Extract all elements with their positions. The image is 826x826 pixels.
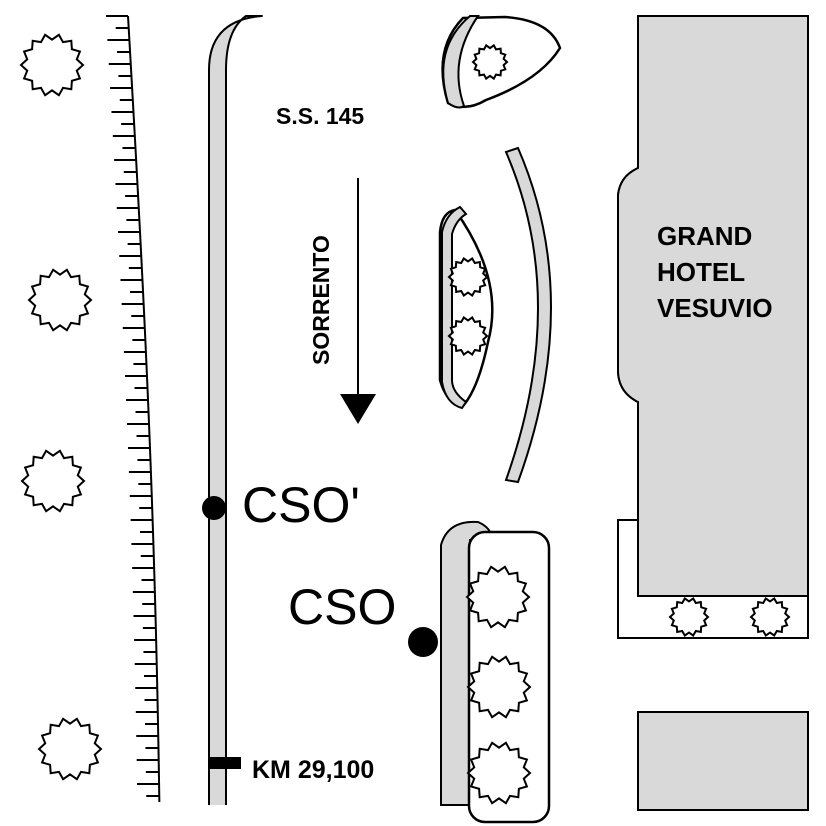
road-curb-west <box>208 15 263 805</box>
direction-label: SORRENTO <box>308 235 334 365</box>
tree-icon <box>20 449 86 513</box>
direction-arrow-icon <box>340 178 376 424</box>
embankment-hachure <box>106 15 161 803</box>
tree-icon <box>447 257 489 297</box>
hotel-label: GRAND HOTEL VESUVIO <box>657 218 773 326</box>
road-name: S.S. 145 <box>276 103 365 129</box>
tree-icon <box>668 597 710 637</box>
building-lower <box>637 711 809 811</box>
tree-icon <box>466 655 532 719</box>
trees <box>19 33 791 805</box>
hotel-label-line: HOTEL <box>657 257 746 287</box>
tree-icon <box>27 268 93 332</box>
median-curb-top <box>442 15 480 109</box>
tree-icon <box>749 597 791 637</box>
tree-icon <box>471 43 509 81</box>
cso-label: CSO <box>288 579 397 635</box>
tree-icon <box>447 316 489 356</box>
cso-prime-label: CSO' <box>242 477 360 533</box>
hotel-label-line: GRAND <box>657 221 753 251</box>
tree-icon <box>19 33 85 97</box>
hotel-label-line: VESUVIO <box>657 293 773 323</box>
median-island-middle <box>438 208 494 409</box>
median-curb-middle <box>441 205 468 410</box>
km-marker-icon <box>209 757 241 769</box>
measurement-point-icon[interactable] <box>202 496 226 520</box>
measurement-point-icon[interactable] <box>408 627 438 657</box>
tree-icon <box>466 741 532 805</box>
km-marker-label: KM 29,100 <box>252 756 375 784</box>
tree-icon <box>465 565 531 629</box>
hotel-outline <box>617 15 809 597</box>
tree-icon <box>37 717 103 781</box>
curved-separator <box>504 146 552 484</box>
